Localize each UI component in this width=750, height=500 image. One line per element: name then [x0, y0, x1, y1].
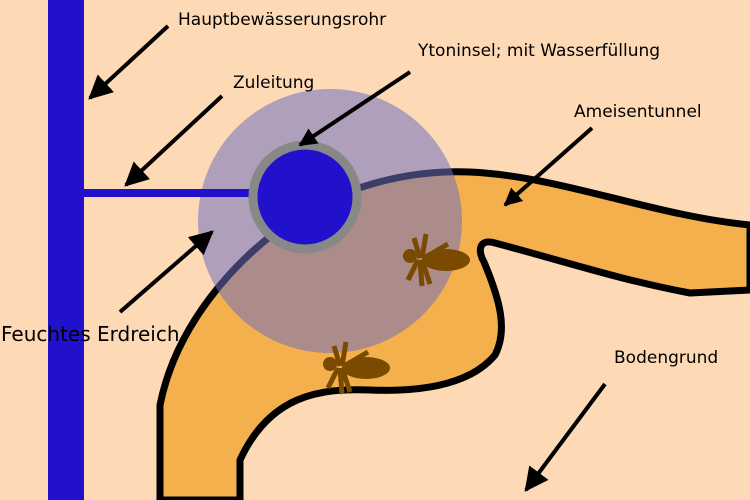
- label-feed-line: Zuleitung: [233, 73, 314, 93]
- label-subsoil: Bodengrund: [614, 348, 718, 368]
- label-ant-tunnel: Ameisentunnel: [574, 102, 702, 122]
- arrow-main-pipe: [88, 24, 170, 100]
- label-moist-soil: Feuchtes Erdreich: [1, 322, 180, 346]
- feed-line: [84, 189, 254, 197]
- arrow-subsoil: [524, 382, 607, 492]
- arrow-moist-soil: [118, 230, 214, 314]
- yton-island-ring: [248, 140, 362, 254]
- label-main-pipe: Hauptbewässerungsrohr: [178, 10, 386, 30]
- label-yton-island: Ytoninsel; mit Wasserfüllung: [417, 41, 660, 61]
- arrow-feed-line: [124, 94, 224, 187]
- arrow-ant-tunnel: [503, 126, 594, 207]
- arrow-yton-island: [298, 70, 412, 147]
- main-pipe: [48, 0, 84, 500]
